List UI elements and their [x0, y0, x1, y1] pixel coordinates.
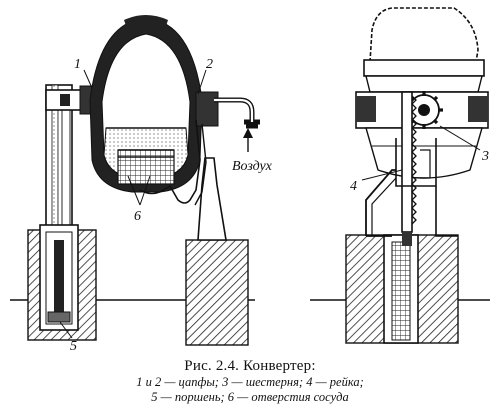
- label-air: Воздух: [232, 159, 273, 174]
- label-rack: 4: [350, 179, 357, 194]
- side-vessel: [355, 7, 489, 179]
- trunnion-2: [195, 91, 219, 127]
- label-holes: 6: [134, 209, 141, 224]
- label-piston: 5: [70, 339, 77, 354]
- rack: [401, 91, 417, 246]
- vessel-holes: [117, 149, 175, 185]
- converter-side-view: 3 4: [310, 7, 490, 344]
- caption-title: Рис. 2.4. Конвертер:: [184, 358, 316, 374]
- label-trunnion-2: 2: [206, 57, 213, 72]
- converter-diagram: 1 2 6 5 Воздух: [10, 7, 490, 354]
- side-rack-pit: [391, 241, 411, 341]
- caption-legend-line-1: 1 и 2 — цапфы; 3 — шестерня; 4 — рейка;: [136, 375, 364, 389]
- label-gear: 3: [481, 149, 489, 164]
- figure-caption: Рис. 2.4. Конвертер: 1 и 2 — цапфы; 3 — …: [0, 358, 500, 405]
- pedestal-column: [197, 157, 227, 241]
- piston: [47, 311, 71, 323]
- label-trunnion-1: 1: [74, 57, 81, 72]
- converter-vessel: [89, 15, 203, 193]
- converter-front-view: 1 2 6 5 Воздух: [10, 15, 273, 354]
- caption-legend-line-2: 5 — поршень; 6 — отверстия сосуда: [151, 390, 349, 404]
- right-pedestal-foundation: [185, 239, 249, 346]
